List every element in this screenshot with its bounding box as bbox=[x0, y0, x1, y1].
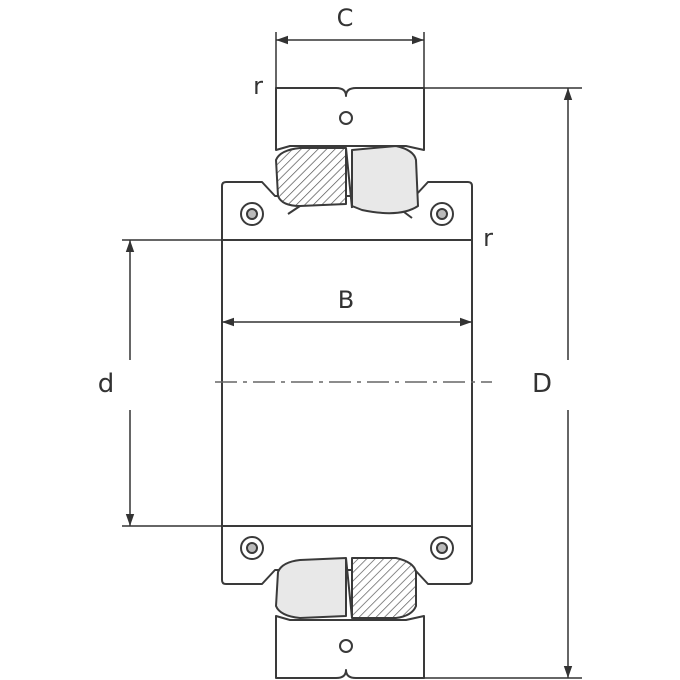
label-C: C bbox=[337, 4, 354, 32]
rollers-top bbox=[275, 145, 419, 219]
lubrication-hole-bottom-icon bbox=[339, 639, 353, 653]
rollers-bottom bbox=[275, 557, 417, 619]
outer-ring-top bbox=[275, 87, 425, 151]
lubrication-hole-top-icon bbox=[339, 111, 353, 125]
label-B: B bbox=[338, 286, 354, 314]
mounting-holes bbox=[240, 202, 454, 560]
bolt-hole-icon bbox=[430, 202, 454, 226]
dimension-lines bbox=[122, 32, 582, 679]
bolt-hole-icon bbox=[240, 536, 264, 560]
label-r-top: r bbox=[253, 72, 263, 100]
outer-ring-bottom bbox=[275, 615, 425, 679]
label-D: D bbox=[532, 369, 552, 399]
label-d: d bbox=[98, 369, 115, 399]
bolt-hole-icon bbox=[240, 202, 264, 226]
label-r-right: r bbox=[483, 224, 493, 252]
bolt-hole-icon bbox=[430, 536, 454, 560]
inner-ring bbox=[221, 181, 473, 585]
